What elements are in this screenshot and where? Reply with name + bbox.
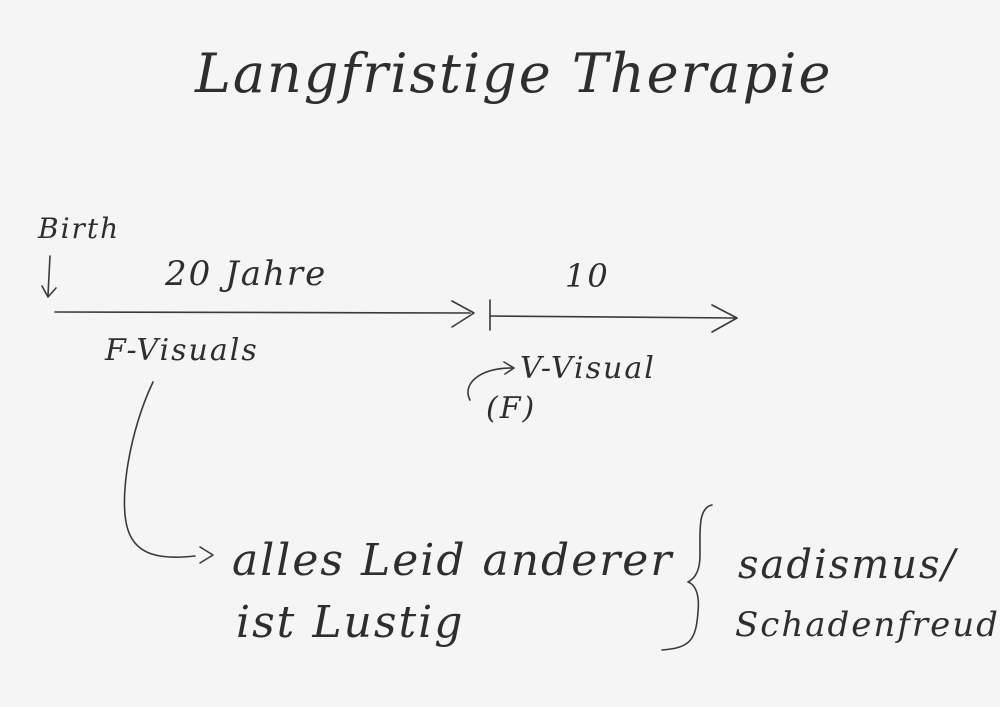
consequence-arrow-head [199, 546, 214, 564]
circled-f-label: (F) [486, 391, 536, 426]
timeline-arrow-1-head [451, 300, 475, 328]
f-to-v-arrow-head [503, 361, 515, 375]
result-line-2: Schadenfreude [735, 605, 1000, 645]
v-visual-label: V-Visual [520, 351, 656, 386]
curly-brace [661, 504, 713, 651]
consequence-line-2: ist Lustig [236, 597, 464, 648]
page-title: Langfristige Therapie [194, 42, 832, 105]
birth-arrow-head [41, 285, 57, 298]
birth-label: Birth [37, 212, 120, 245]
timeline-arrow-1 [54, 311, 471, 314]
f-to-v-curve-arrow [467, 367, 513, 401]
timeline-arrow-2-head [711, 304, 738, 333]
consequence-arrow [123, 381, 196, 559]
consequence-line-1: alles Leid anderer [232, 535, 674, 586]
segment-10-label: 10 [565, 257, 610, 295]
result-line-1: sadismus/ [738, 542, 959, 588]
segment-20-label: 20 Jahre [164, 254, 327, 294]
f-visuals-label: F-Visuals [104, 333, 259, 368]
birth-down-arrow [47, 255, 51, 296]
timeline-arrow-2 [489, 315, 736, 319]
